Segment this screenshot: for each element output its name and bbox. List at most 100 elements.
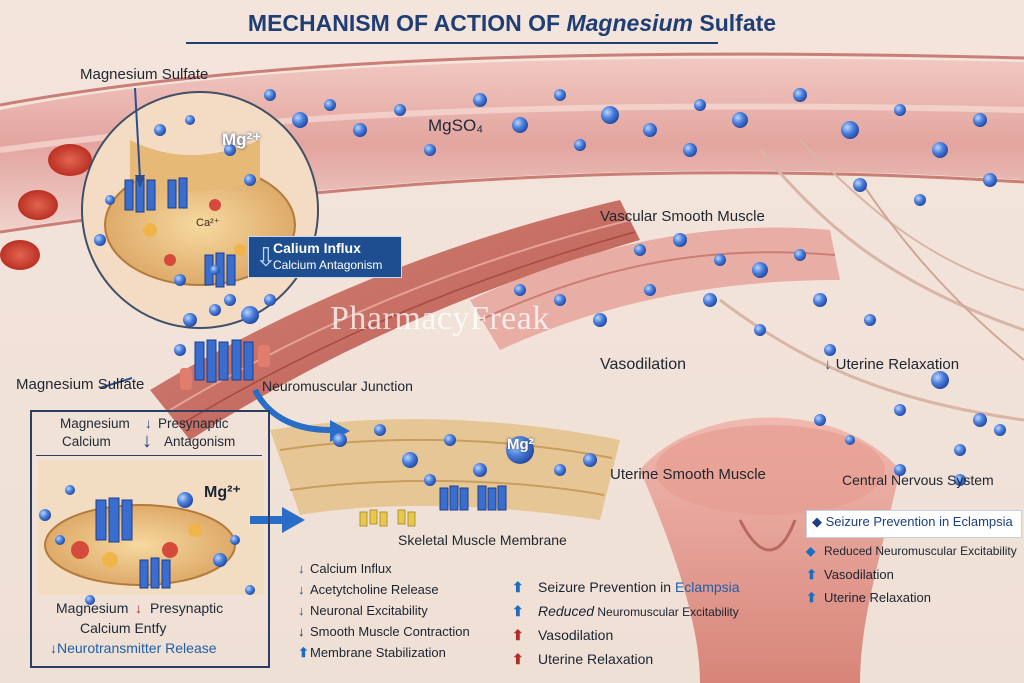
right-outcome-text: Uterine Relaxation <box>824 590 931 605</box>
magnesium-ion <box>814 414 826 426</box>
title-main: MECHANISM OF ACTION OF <box>247 10 567 36</box>
magnesium-ion <box>841 121 859 139</box>
effect-item: ↓Neuronal Excitability <box>298 600 470 621</box>
magnesium-ion <box>424 144 436 156</box>
magnesium-ion <box>292 112 308 128</box>
magnesium-ion <box>554 294 566 306</box>
magnesium-ion <box>931 371 949 389</box>
magnesium-ion <box>932 142 948 158</box>
magnesium-ion <box>845 435 855 445</box>
red-blood-cell <box>48 144 92 176</box>
watermark: PharmacyFreak <box>330 300 550 337</box>
label-mg-ion-3: Mg²⁺ <box>204 484 241 501</box>
magnesium-ion <box>264 89 276 101</box>
magnesium-ion <box>185 115 195 125</box>
magnesium-ion <box>39 509 51 521</box>
seizure-prevention-box <box>806 510 1022 538</box>
magnesium-ion <box>752 262 768 278</box>
effect-text: Smooth Muscle Contraction <box>310 624 470 639</box>
label-central-nervous-system: Central Nervous System <box>842 472 994 488</box>
label-uterine-relaxation-top: ↓ Uterine Relaxation <box>824 356 960 373</box>
label-vasodilation: Vasodilation <box>600 356 686 373</box>
magnesium-ion <box>94 234 106 246</box>
magnesium-ion <box>643 123 657 137</box>
effects-list: ↓Calcium Influx↓Acetytcholine Release↓Ne… <box>298 558 470 663</box>
effect-item: ⬆Membrane Stabilization <box>298 642 470 663</box>
label-uterine-smooth-muscle: Uterine Smooth Muscle <box>610 466 766 483</box>
magnesium-ion <box>894 104 906 116</box>
magnesium-ion <box>224 144 236 156</box>
inset-bottom-line-3: ↓Neurotransmitter Release <box>50 640 217 656</box>
effect-text: Calcium Influx <box>310 561 392 576</box>
magnesium-ions <box>39 88 1006 605</box>
magnesium-ion <box>512 117 528 133</box>
inset-top-left-1: Magnesium <box>60 416 130 431</box>
magnesium-ion <box>554 464 566 476</box>
magnesium-ion <box>994 424 1006 436</box>
magnesium-ion <box>853 178 867 192</box>
inset-top-arrow-1: ↓ <box>145 416 152 431</box>
magnesium-ion <box>983 173 997 187</box>
magnesium-ion <box>864 314 876 326</box>
magnesium-ion <box>209 304 221 316</box>
outcome-text: Vasodilation <box>538 627 614 643</box>
label-vascular-smooth-muscle: Vascular Smooth Muscle <box>600 208 765 225</box>
magnesium-ion <box>55 535 65 545</box>
label-skeletal-muscle-membrane: Skeletal Muscle Membrane <box>398 532 567 548</box>
magnesium-ion <box>264 294 276 306</box>
magnesium-ion <box>794 249 806 261</box>
down-arrow-icon: ⇩ <box>255 242 277 272</box>
callout-line-1: Calium Influx <box>273 240 361 256</box>
magnesium-ion <box>394 104 406 116</box>
effect-item: ↓Acetytcholine Release <box>298 579 470 600</box>
effect-text: Neuronal Excitability <box>310 603 428 618</box>
magnesium-ion <box>444 434 456 446</box>
magnesium-ion <box>683 143 697 157</box>
magnesium-ion <box>353 123 367 137</box>
magnesium-ion <box>574 139 586 151</box>
up-arrow-icon: ⬆ <box>806 590 817 605</box>
magnesium-ion <box>154 124 166 136</box>
callout-line-2: Calcium Antagonism <box>273 258 383 272</box>
label-mgso4: MgSO₄ <box>428 116 484 135</box>
magnesium-ion <box>954 444 966 456</box>
magnesium-ion <box>954 474 966 486</box>
magnesium-ion <box>424 474 436 486</box>
diamond-icon: ◆ <box>806 544 816 558</box>
title-underline <box>186 42 718 44</box>
muscle-fiber <box>150 200 640 440</box>
outcome-text-suffix: Eclampsia <box>674 579 740 595</box>
title-end: Sulfate <box>693 10 777 36</box>
magnesium-ion <box>894 404 906 416</box>
magnesium-ion <box>824 344 836 356</box>
outcome-text-suffix: Neuromuscular Excitability <box>594 605 739 619</box>
magnesium-ion <box>224 294 236 306</box>
outcome-text: Uterine Relaxation <box>538 651 654 667</box>
magnesium-ion <box>177 492 193 508</box>
magnesium-ion <box>174 274 186 286</box>
magnesium-ion <box>793 88 807 102</box>
magnesium-ion <box>324 99 336 111</box>
mechanism-inset-box <box>30 410 270 668</box>
outcome-item: ⬆Reduced Neuromuscular Excitability <box>512 599 740 623</box>
magnesium-ion <box>634 244 646 256</box>
inset-bottom-left-1: Magnesium <box>56 600 129 616</box>
label-ca-ion: Ca²⁺ <box>196 217 220 229</box>
inset-top-arrow-2: ↓ <box>142 430 152 452</box>
down-arrow-icon: ↓ <box>298 624 305 639</box>
right-outcome-text: Reduced Neuromuscular Excitability <box>824 544 1017 558</box>
diamond-icon: ◆ <box>812 514 822 529</box>
magnesium-ion <box>105 195 115 205</box>
down-arrow-icon: ↓ <box>298 561 305 576</box>
magnesium-ion <box>973 113 987 127</box>
right-outcome-item: ⬆ Uterine Relaxation <box>806 586 1017 609</box>
seizure-prevention-label: ◆ Seizure Prevention in Eclampsia <box>812 514 1013 529</box>
up-arrow-icon: ⬆ <box>512 579 524 595</box>
outcome-item: ⬆Vasodilation <box>512 623 740 647</box>
label-mg-ion: Mg²⁺ <box>222 130 262 149</box>
magnesium-ion <box>601 106 619 124</box>
label-mg-ion-2: Mg² <box>507 436 534 453</box>
inset-bottom-right-1: Presynaptic <box>150 600 224 616</box>
magnesium-ion <box>374 424 386 436</box>
